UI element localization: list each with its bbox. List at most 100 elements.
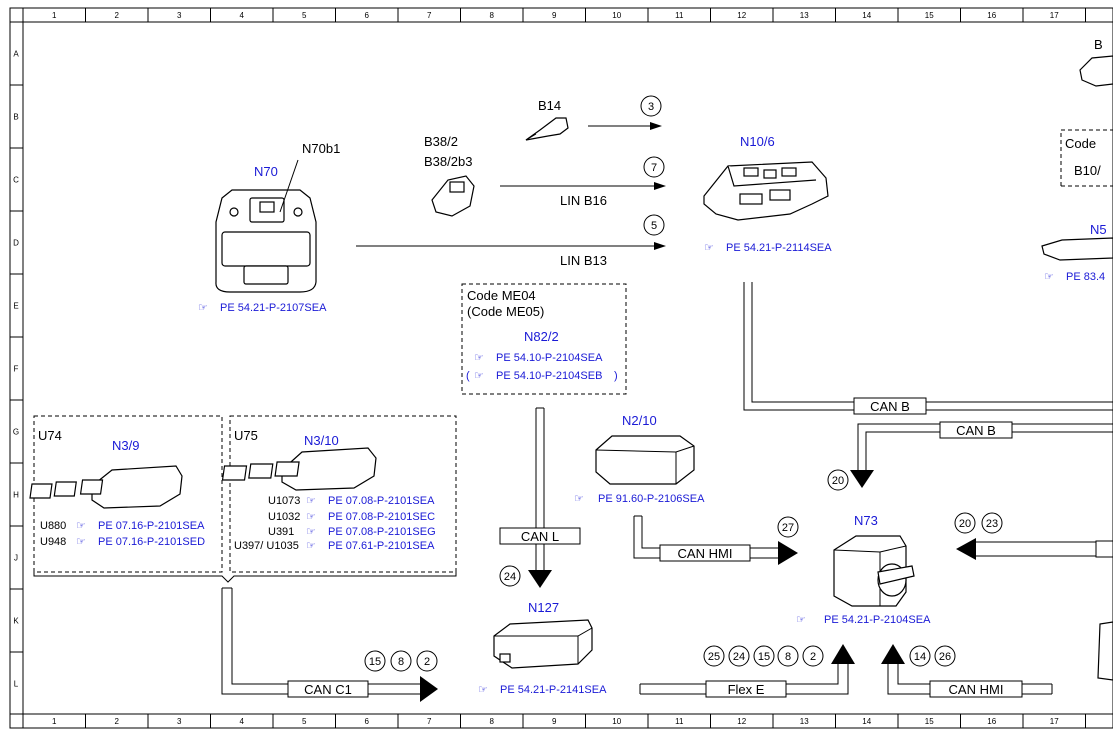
marker-3[interactable]: 3: [640, 95, 662, 117]
marker-20-b[interactable]: 20: [954, 512, 976, 534]
n3-9-ref-link-1[interactable]: ☞ PE 07.16-P-2101SEA: [76, 520, 205, 532]
n3-10-component[interactable]: [221, 447, 377, 491]
can-c1-bus-outer: [221, 588, 420, 695]
n3-10-ref-link-3[interactable]: ☞ PE 07.08-P-2101SEG: [306, 526, 436, 538]
svg-text:PE 91.60-P-2106SEA: PE 91.60-P-2106SEA: [598, 493, 705, 505]
svg-text:26: 26: [939, 651, 951, 663]
arrow-head: [654, 182, 666, 190]
right-b10-label: B10/: [1074, 163, 1101, 178]
marker-hm-14[interactable]: 14: [909, 645, 931, 667]
n2-10-label: N2/10: [622, 413, 657, 428]
right-n5-component[interactable]: [1041, 237, 1113, 261]
n127-component[interactable]: [493, 619, 593, 669]
n3-10-ref-link-1[interactable]: ☞ PE 07.08-P-2101SEA: [306, 495, 435, 507]
b38-switch[interactable]: [431, 175, 475, 217]
marker-27[interactable]: 27: [777, 516, 799, 538]
marker-c1-2[interactable]: 2: [416, 650, 438, 672]
grid-col-2-bottom: 2: [115, 717, 120, 726]
svg-text:14: 14: [914, 651, 926, 663]
n3-9-ref-link-2[interactable]: ☞ PE 07.16-P-2101SED: [76, 536, 205, 548]
n3-10-ref-link-4[interactable]: ☞ PE 07.61-P-2101SEA: [306, 540, 435, 552]
n3-9-component[interactable]: [29, 465, 183, 509]
marker-5[interactable]: 5: [643, 214, 665, 236]
n10-6-label: N10/6: [740, 134, 775, 149]
svg-text:☞: ☞: [574, 493, 584, 505]
svg-text:PE 83.4: PE 83.4: [1066, 271, 1105, 283]
grid-row-J: J: [14, 554, 18, 563]
marker-7[interactable]: 7: [643, 156, 665, 178]
marker-c1-8[interactable]: 8: [390, 650, 412, 672]
can-l-label-box: [499, 527, 581, 545]
grid-col-7-bottom: 7: [427, 717, 432, 726]
svg-text:15: 15: [758, 651, 770, 663]
can-b-label-box-2: [939, 421, 1013, 439]
right-bus-label-box: [1095, 540, 1113, 558]
can-hmi-label-2: CAN HMI: [949, 682, 1004, 697]
svg-text:PE 07.08-P-2101SEG: PE 07.08-P-2101SEG: [328, 526, 436, 538]
can-b-label-2: CAN B: [956, 423, 996, 438]
grid-col-17-top: 17: [1050, 11, 1059, 20]
can-l-label: CAN L: [521, 529, 559, 544]
right-code-box: [1060, 129, 1113, 186]
grid-col-6-bottom: 6: [365, 717, 370, 726]
b38-2b3-label: B38/2b3: [424, 154, 472, 169]
can-hmi-label-1: CAN HMI: [678, 546, 733, 561]
grid-col-15-bottom: 15: [925, 717, 934, 726]
right-top-component[interactable]: [1079, 55, 1113, 87]
svg-text:23: 23: [986, 518, 998, 530]
n70-component[interactable]: [215, 159, 317, 293]
lin-b13-label: LIN B13: [560, 253, 607, 268]
n70-ref-link[interactable]: ☞ PE 54.21-P-2107SEA: [198, 302, 327, 314]
n3-10-ref-link-2[interactable]: ☞ PE 07.08-P-2101SEC: [306, 511, 435, 523]
n2-10-component[interactable]: [595, 435, 695, 485]
marker-c1-15[interactable]: 15: [364, 650, 386, 672]
marker-hm-26[interactable]: 26: [934, 645, 956, 667]
n82-2-label: N82/2: [524, 329, 559, 344]
marker-fx-8[interactable]: 8: [777, 645, 799, 667]
b14-sensor[interactable]: [525, 117, 569, 141]
svg-text:☞: ☞: [796, 614, 806, 626]
svg-text:☞: ☞: [306, 511, 316, 523]
arrow-head: [831, 644, 855, 664]
svg-text:☞: ☞: [76, 520, 86, 532]
svg-text:☞: ☞: [306, 526, 316, 538]
grid-col-11-bottom: 11: [675, 717, 684, 726]
svg-text:☞: ☞: [474, 352, 484, 364]
n73-label: N73: [854, 513, 878, 528]
n10-6-component[interactable]: [703, 161, 829, 221]
marker-fx-25[interactable]: 25: [703, 645, 725, 667]
right-n5-ref-link[interactable]: ☞ PE 83.4: [1044, 271, 1105, 283]
grid-ticks: [10, 8, 1086, 728]
u397-u1035-code: U397/ U1035: [234, 540, 299, 552]
n127-ref-link[interactable]: ☞ PE 54.21-P-2141SEA: [478, 684, 607, 696]
svg-text:PE 54.21-P-2141SEA: PE 54.21-P-2141SEA: [500, 684, 607, 696]
marker-20[interactable]: 20: [827, 469, 849, 491]
n73-component[interactable]: [833, 535, 915, 607]
n127-label: N127: [528, 600, 559, 615]
u75-label: U75: [234, 428, 258, 443]
n3-9-label: N3/9: [112, 438, 139, 453]
flex-e-label-box: [705, 680, 787, 698]
marker-fx-24[interactable]: 24: [728, 645, 750, 667]
marker-24[interactable]: 24: [499, 565, 521, 587]
marker-fx-15[interactable]: 15: [753, 645, 775, 667]
svg-text:PE 07.16-P-2101SED: PE 07.16-P-2101SED: [98, 536, 205, 548]
marker-fx-2[interactable]: 2: [802, 645, 824, 667]
n82-2-ref-link-1[interactable]: ☞ PE 54.10-P-2104SEA: [474, 352, 603, 364]
n10-6-ref-link[interactable]: ☞ PE 54.21-P-2114SEA: [704, 242, 832, 254]
svg-text:15: 15: [369, 656, 381, 668]
n2-10-ref-link[interactable]: ☞ PE 91.60-P-2106SEA: [574, 493, 705, 505]
marker-23[interactable]: 23: [981, 512, 1003, 534]
svg-text:PE 54.21-P-2114SEA: PE 54.21-P-2114SEA: [726, 242, 832, 254]
grid-col-6-top: 6: [365, 11, 370, 20]
grid-col-1-bottom: 1: [52, 717, 57, 726]
grid-col-8-top: 8: [490, 11, 495, 20]
svg-text:PE 07.16-P-2101SEA: PE 07.16-P-2101SEA: [98, 520, 205, 532]
right-bottom-component[interactable]: [1097, 621, 1113, 681]
grid-col-7-top: 7: [427, 11, 432, 20]
n73-ref-link[interactable]: ☞ PE 54.21-P-2104SEA: [796, 614, 931, 626]
n82-2-ref-link-2[interactable]: ( ☞ PE 54.10-P-2104SEB ): [466, 370, 618, 382]
svg-text:PE 54.21-P-2104SEA: PE 54.21-P-2104SEA: [824, 614, 931, 626]
grid-col-3-bottom: 3: [177, 717, 182, 726]
grid-col-17-bottom: 17: [1050, 717, 1059, 726]
